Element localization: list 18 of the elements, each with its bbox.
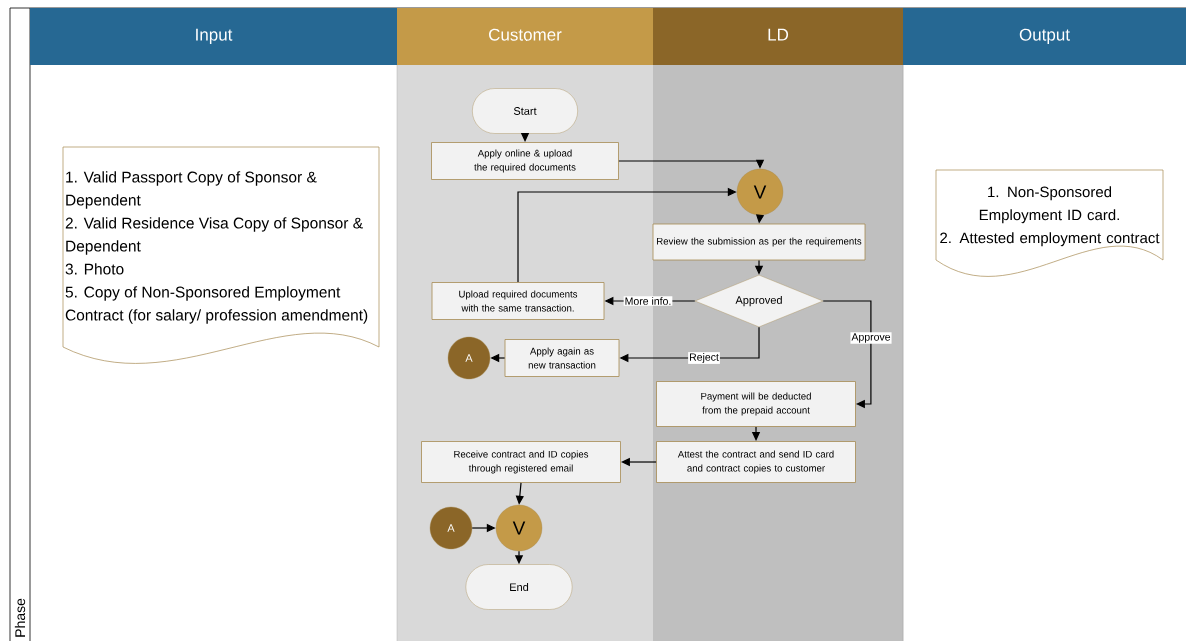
phase-label: Phase [14,598,26,637]
process-box: Review the submission as per the requirements [652,223,866,261]
document-shape: 1. Non-Sponsored Employment ID card. 2. Attested employment contract [935,169,1164,277]
process-box: Apply again as new transaction [504,339,620,377]
document-shape: 1. Valid Passport Copy of Sponsor & Dependent 2. Valid Residence Visa Copy of Sponsor & Dependent 3. Photo 5. Copy of Non-Sponsored Employment Contract (for salary/ profession amendment) [62,146,380,364]
edge-label: More info. [623,296,673,306]
process-box: Attest the contract and send ID card and contract copies to customer [656,441,856,483]
arrow [822,300,872,409]
edge-label: Reject [688,352,720,364]
process-box: Apply online & upload the required documents [431,142,619,180]
lane-header: Input [30,8,397,65]
lane-header: Customer [397,8,653,65]
lane-header: LD [653,8,903,65]
lane-header: Output [903,8,1186,65]
edge-label: Approve [850,332,892,344]
process-box: Receive contract and ID copies through registered email [421,441,621,483]
process-box: Payment will be deducted from the prepaid account [656,381,856,427]
process-box: Upload required documents with the same transaction. [431,282,605,320]
